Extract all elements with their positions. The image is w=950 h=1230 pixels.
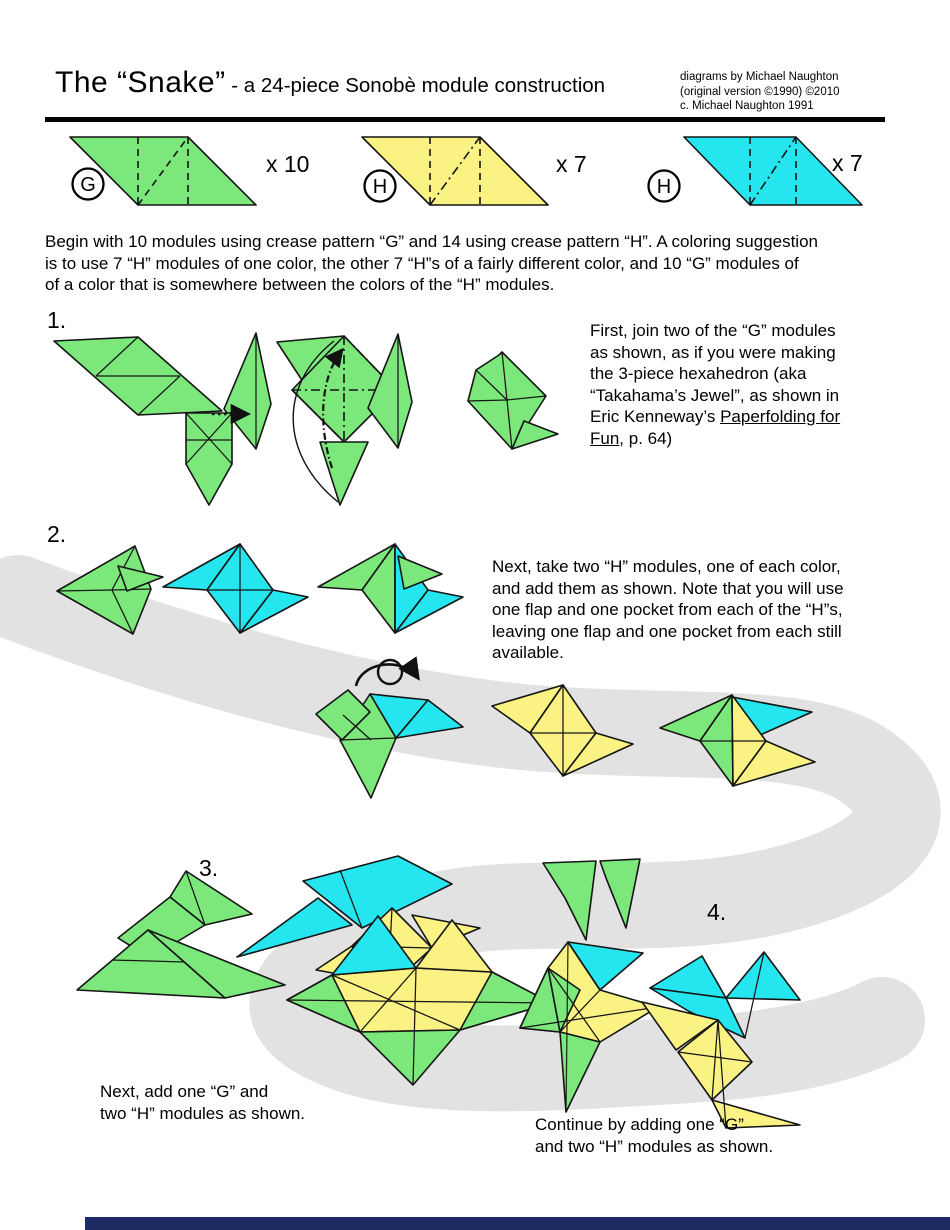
step2-line: and add them as shown. Note that you wil… bbox=[492, 578, 844, 598]
intro-line: Begin with 10 modules using crease patte… bbox=[45, 232, 818, 251]
step3-caption: Next, add one “G” and two “H” modules as… bbox=[100, 1081, 305, 1125]
module-h-yellow-diagram: H x 7 bbox=[361, 136, 587, 206]
module-h-cyan-count: x 7 bbox=[832, 150, 863, 176]
header-rule bbox=[45, 117, 885, 122]
step2-number: 2. bbox=[47, 521, 66, 547]
page-title: The “Snake” - a 24-piece Sonobè module c… bbox=[55, 66, 605, 100]
title-subtitle: - a 24-piece Sonobè module construction bbox=[225, 74, 606, 97]
intro-paragraph: Begin with 10 modules using crease patte… bbox=[45, 231, 818, 296]
step4-figure-yellow-piece bbox=[641, 1001, 801, 1129]
step2-figure-green-jewel bbox=[56, 545, 164, 635]
step3-figure-green-module bbox=[76, 870, 286, 999]
step4-caption-line: and two “H” modules as shown. bbox=[535, 1137, 774, 1156]
step2-line: one flap and one pocket from each of the… bbox=[492, 600, 843, 619]
step4-figure-assembled-unit bbox=[519, 941, 659, 1113]
step2-figure-joined-front bbox=[317, 543, 464, 634]
title-main: The “Snake” bbox=[55, 66, 226, 99]
step1-line: Fun, p. 64) bbox=[590, 428, 673, 448]
fold-up-arrow bbox=[322, 347, 344, 469]
step4-figure-green-module bbox=[542, 858, 641, 941]
module-g-badge bbox=[71, 167, 105, 201]
step4-number: 4. bbox=[707, 899, 726, 925]
step4-caption-line: Continue by adding one “G” bbox=[535, 1115, 744, 1134]
step3-number: 3. bbox=[199, 855, 218, 881]
wrap-around-arrow bbox=[292, 340, 339, 503]
credit-line: c. Michael Naughton 1991 bbox=[680, 100, 814, 112]
module-h-cyan-letter: H bbox=[657, 176, 671, 198]
step2-instructions: Next, take two “H” modules, one of each … bbox=[492, 556, 844, 664]
step1-figure-join-modules bbox=[53, 332, 272, 506]
step1-number: 1. bbox=[47, 307, 66, 333]
module-g-diagram: G x 10 bbox=[69, 136, 309, 206]
step4-caption: Continue by adding one “G” and two “H” m… bbox=[535, 1114, 773, 1158]
module-h-yellow-letter: H bbox=[373, 176, 387, 198]
intro-line: of a color that is somewhere between the… bbox=[45, 275, 555, 294]
module-h-yellow-badge bbox=[363, 169, 397, 203]
step1-line: Eric Kenneway’s Paperfolding for bbox=[590, 407, 841, 426]
module-h-yellow-count: x 7 bbox=[556, 151, 587, 177]
step1-instructions: First, join two of the “G” modules as sh… bbox=[590, 320, 840, 449]
step1-line: the 3-piece hexahedron (aka bbox=[590, 364, 807, 383]
step1-line: First, join two of the “G” modules bbox=[590, 321, 836, 340]
credit-line: diagrams by Michael Naughton bbox=[680, 71, 839, 83]
step2-line: available. bbox=[492, 643, 564, 662]
step3-caption-line: Next, add one “G” and bbox=[100, 1082, 269, 1101]
module-h-cyan-diagram: H x 7 bbox=[647, 136, 863, 206]
step3-figure-assembled-unit bbox=[286, 915, 552, 1086]
credit-line: (original version ©1990) ©2010 bbox=[680, 85, 840, 98]
step1-line: as shown, as if you were making bbox=[590, 342, 836, 362]
bottom-page-bar bbox=[85, 1217, 950, 1230]
step1-figure-result bbox=[467, 351, 559, 450]
module-h-cyan-badge bbox=[647, 169, 681, 203]
module-g-letter: G bbox=[80, 174, 96, 196]
intro-line: is to use 7 “H” modules of one color, th… bbox=[45, 253, 799, 273]
step2-line: Next, take two “H” modules, one of each … bbox=[492, 557, 841, 576]
turn-over-icon bbox=[354, 656, 420, 687]
step2-figure-cyan-module bbox=[162, 543, 309, 634]
step1-line: “Takahama’s Jewel”, as shown in bbox=[590, 385, 840, 405]
credits-block: diagrams by Michael Naughton (original v… bbox=[680, 70, 840, 114]
step2-figure-yellow-module bbox=[491, 684, 634, 777]
module-g-count: x 10 bbox=[266, 151, 309, 177]
step2-line: leaving one flap and one pocket from eac… bbox=[492, 621, 842, 641]
step2-figure-three-color-unit bbox=[659, 694, 816, 787]
step3-caption-line: two “H” modules as shown. bbox=[100, 1104, 306, 1123]
step1-figure-fold-creases bbox=[276, 333, 413, 506]
step2-figure-joined-back bbox=[315, 689, 464, 799]
